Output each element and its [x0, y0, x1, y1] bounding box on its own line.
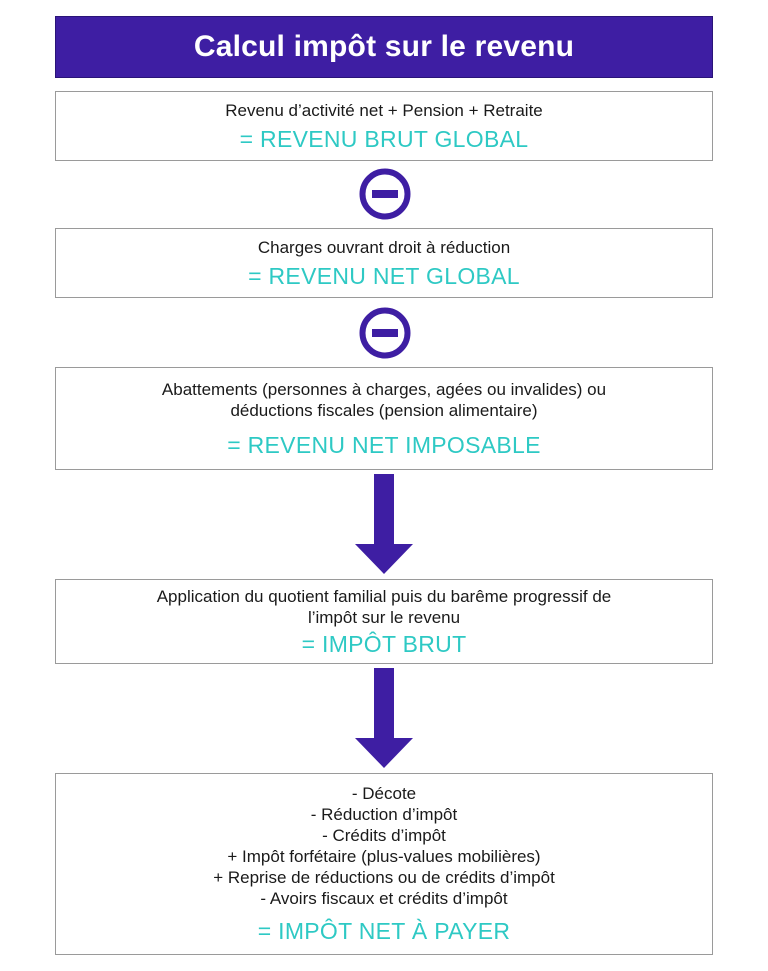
- step-line: - Avoirs fiscaux et crédits d’impôt: [260, 889, 508, 908]
- step-line: Revenu d’activité net + Pension + Retrai…: [225, 100, 543, 120]
- step-line: l’impôt sur le revenu: [307, 607, 461, 627]
- step-line: - Crédits d’impôt: [322, 826, 446, 845]
- down-arrow-icon: [355, 668, 413, 768]
- step-result: = IMPÔT NET À PAYER: [257, 918, 511, 944]
- step-box-revenu-brut-global: Revenu d’activité net + Pension + Retrai…: [55, 91, 713, 161]
- step-line: - Réduction d’impôt: [310, 805, 458, 824]
- step-line: - Décote: [351, 784, 417, 803]
- step-result: = REVENU NET GLOBAL: [248, 262, 520, 289]
- step-line: Charges ouvrant droit à réduction: [257, 237, 511, 257]
- step-line: + Impôt forfétaire (plus-values mobilièr…: [227, 847, 541, 866]
- step-result: = IMPÔT BRUT: [301, 630, 467, 657]
- step-result: = REVENU NET IMPOSABLE: [227, 431, 541, 458]
- step-line: Abattements (personnes à charges, agées …: [161, 379, 607, 399]
- step-line: Application du quotient familial puis du…: [156, 586, 612, 606]
- step-line: + Reprise de réductions ou de crédits d’…: [213, 868, 555, 887]
- step-box-revenu-net-global: Charges ouvrant droit à réduction = REVE…: [55, 228, 713, 298]
- step-box-revenu-net-imposable: Abattements (personnes à charges, agées …: [55, 367, 713, 470]
- step-line: déductions fiscales (pension alimentaire…: [230, 400, 538, 420]
- page-title: Calcul impôt sur le revenu: [193, 30, 575, 63]
- step-box-impot-net-a-payer: - Décote - Réduction d’impôt - Crédits d…: [55, 773, 713, 955]
- down-arrow-icon: [355, 474, 413, 574]
- step-box-impot-brut: Application du quotient familial puis du…: [55, 579, 713, 664]
- page-title-bar: Calcul impôt sur le revenu: [55, 16, 713, 78]
- step-result: = REVENU BRUT GLOBAL: [239, 125, 529, 152]
- minus-icon: [359, 307, 411, 359]
- minus-icon: [359, 168, 411, 220]
